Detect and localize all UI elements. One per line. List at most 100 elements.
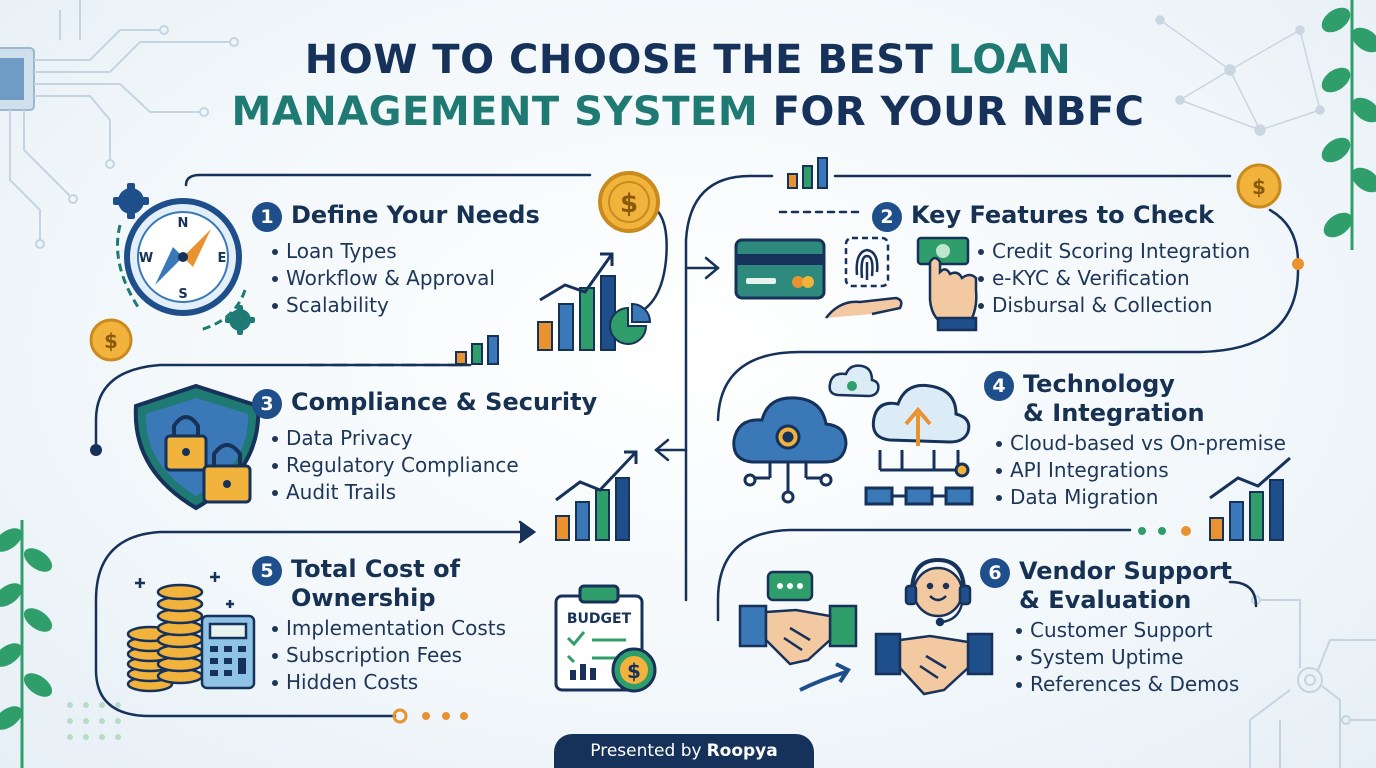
arrow-to-section-3 [654,438,670,462]
section-number-badge: 4 [984,371,1014,401]
section-header: 1 Define Your Needs [252,201,540,232]
compass-n-label: N [178,216,189,231]
section-title: Compliance & Security [291,388,598,416]
section-vendor-support: 6 Vendor Support & Evaluation Customer S… [980,557,1239,698]
section-bullet-list: Credit Scoring Integration e-KYC & Verif… [976,238,1250,319]
handshake-chat-icon [738,570,858,692]
budget-clipboard-icon: BUDGET $ [554,584,657,693]
section-title: Vendor Support & Evaluation [1019,557,1233,614]
connector-center-spine [684,174,774,602]
section-number-badge: 5 [252,556,282,586]
bullet-item: Implementation Costs [270,615,506,642]
circuit-decoration-top-left [0,0,239,249]
connector-1-to-3 [94,363,472,450]
coin-icon-section-1-top: $ [598,171,660,233]
fingerprint-hand-icon [825,236,903,319]
coin-stack-icon [126,572,234,693]
bar-chart-icon-section-4 [1209,456,1291,541]
bullet-item: References & Demos [1014,671,1239,698]
bullet-item: Customer Support [1014,617,1239,644]
section-title: Key Features to Check [911,201,1215,229]
connector-section-2-bottom [716,268,1300,422]
bullet-item: Audit Trails [270,479,597,506]
small-bar-icon-section-1 [455,335,499,365]
connector-section-4-bottom [716,528,1132,622]
section-bullet-list: Cloud-based vs On-premise API Integratio… [994,430,1286,511]
section-title: Technology & Integration [1023,370,1205,427]
coin-icon-section-2: $ [1236,163,1282,209]
title-line1-highlight: LOAN [947,37,1072,83]
budget-label: BUDGET [567,611,632,627]
section-key-features: 2 Key Features to Check Credit Scoring I… [872,201,1250,319]
bullet-item: Data Privacy [270,425,597,452]
compass-icon: N S E W [116,198,247,332]
section-number-badge: 3 [252,389,282,419]
page-title: HOW TO CHOOSE THE BEST LOAN MANAGEMENT S… [0,34,1376,138]
title-line1-prefix: HOW TO CHOOSE THE BEST [304,37,948,83]
gear-icon-small [225,305,255,335]
title-line-2: MANAGEMENT SYSTEM FOR YOUR NBFC [0,86,1376,138]
section-bullet-list: Implementation Costs Subscription Fees H… [270,615,506,696]
coin-symbol: $ [1252,175,1266,199]
bullet-item: Subscription Fees [270,642,506,669]
bullet-item: Cloud-based vs On-premise [994,430,1286,457]
support-agent-icon [904,557,972,627]
bullet-item: Scalability [270,292,540,319]
section-bullet-list: Loan Types Workflow & Approval Scalabili… [270,238,540,319]
compass-e-label: E [218,251,227,266]
circuit-decoration-bottom-right [1249,595,1376,768]
section-title: Total Cost of Ownership [291,555,461,612]
section-header: 4 Technology & Integration [984,370,1286,428]
section-header: 2 Key Features to Check [872,201,1250,232]
section-title: Define Your Needs [291,201,540,229]
bullet-item: Hidden Costs [270,669,506,696]
compass-w-label: W [139,251,153,266]
shield-lock-icon [133,383,261,511]
title-line2-suffix: FOR YOUR NBFC [758,89,1145,135]
cloud-gear-icon [732,396,848,504]
credit-card-icon [734,238,826,300]
arrow-to-section-2 [704,256,720,280]
coin-icon-section-1-left: $ [89,318,133,362]
gear-icon [113,183,149,219]
section-number-badge: 6 [980,558,1010,588]
leaf-decoration-right [1321,0,1376,250]
cloud-sync-icon [828,364,880,398]
bar-chart-icon-section-1 [537,252,652,351]
bullet-item: API Integrations [994,457,1286,484]
bullet-item: Data Migration [994,484,1286,511]
presented-by-banner: Presented by Roopya [554,734,814,768]
bullet-item: Disbursal & Collection [976,292,1250,319]
connector-section-1-right [638,203,668,314]
section-header: 3 Compliance & Security [252,388,597,419]
connector-section-6-right [1228,580,1258,608]
footer-prefix: Presented by [590,741,702,761]
bullet-item: Credit Scoring Integration [976,238,1250,265]
section-number-badge: 1 [252,202,282,232]
bullet-item: Regulatory Compliance [270,452,597,479]
coin-symbol: $ [104,329,118,353]
leaf-decoration-bottom-left [0,520,53,768]
coin-symbol: $ [620,189,638,219]
section-number-badge: 2 [872,202,902,232]
handshake-icon [874,632,994,696]
section-bullet-list: Data Privacy Regulatory Compliance Audit… [270,425,597,506]
connector-section-2-right [1268,208,1300,264]
network-decoration-top-right [1155,15,1325,136]
dot-grid-bottom-left [67,702,121,740]
arrow-to-chart-3 [518,520,537,544]
section-total-cost: 5 Total Cost of Ownership Implementation… [252,555,506,696]
section-header: 6 Vendor Support & Evaluation [980,557,1239,615]
footer-brand: Roopya [706,741,778,761]
connector-section-1 [184,173,592,187]
calculator-icon [200,614,256,690]
bullet-item: System Uptime [1014,644,1239,671]
touch-hand-icon [916,236,978,332]
title-line2-highlight: MANAGEMENT SYSTEM [231,89,759,135]
small-bar-icon-top [787,157,828,189]
section-define-needs: 1 Define Your Needs Loan Types Workflow … [252,201,540,319]
bullet-item: Loan Types [270,238,540,265]
